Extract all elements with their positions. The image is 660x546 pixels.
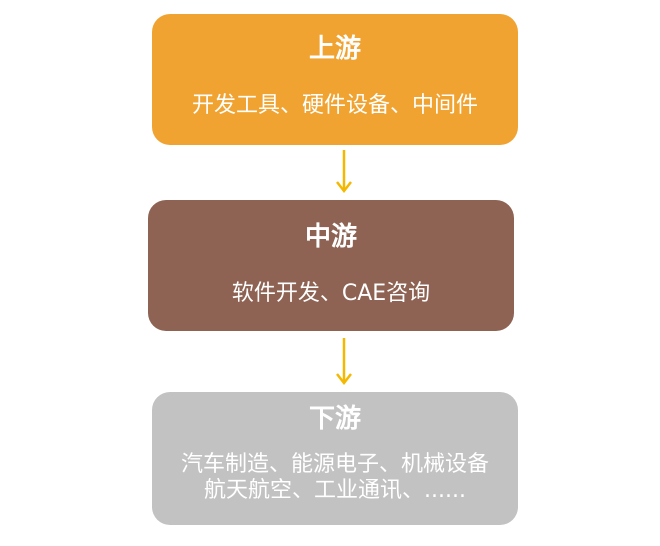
midstream-title: 中游 — [304, 222, 357, 252]
downstream-description: 汽车制造、能源电子、机械设备 航天航空、工业通讯、...... — [152, 452, 518, 504]
downstream-title: 下游 — [308, 404, 361, 434]
downstream-description-line-2: 航天航空、工业通讯、...... — [204, 478, 466, 503]
downstream-box: 下游 汽车制造、能源电子、机械设备 航天航空、工业通讯、...... — [152, 392, 518, 525]
arrow-down-icon — [336, 338, 352, 386]
upstream-box: 上游 开发工具、硬件设备、中间件 — [152, 14, 518, 145]
downstream-description-line-1: 汽车制造、能源电子、机械设备 — [180, 452, 489, 477]
upstream-description: 开发工具、硬件设备、中间件 — [191, 93, 478, 118]
arrow-down-icon — [336, 150, 352, 194]
midstream-description: 软件开发、CAE咨询 — [231, 281, 431, 306]
upstream-title: 上游 — [308, 34, 361, 64]
midstream-box: 中游 软件开发、CAE咨询 — [148, 200, 514, 331]
